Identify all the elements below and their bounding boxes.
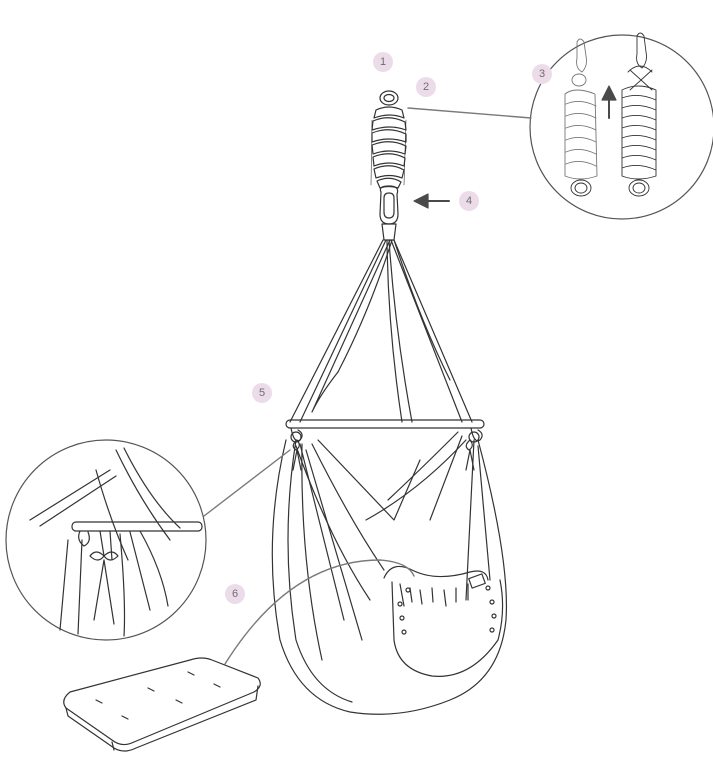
suspension-straps bbox=[290, 240, 472, 422]
seat-cushion bbox=[64, 658, 261, 751]
upward-arrow bbox=[602, 86, 616, 118]
spreader-bar bbox=[286, 420, 484, 442]
spring-before bbox=[565, 39, 597, 196]
lower-carabiner bbox=[380, 186, 398, 240]
coiled-spring-sleeve bbox=[371, 107, 406, 188]
pointer-arrow bbox=[414, 194, 449, 208]
detail-circle-spring bbox=[408, 33, 713, 219]
callout-2: 2 bbox=[416, 77, 436, 97]
hammock-seat bbox=[272, 432, 506, 714]
callout-1: 1 bbox=[373, 52, 393, 72]
hanging-ring bbox=[380, 91, 398, 105]
callout-5: 5 bbox=[252, 383, 272, 403]
callout-4: 4 bbox=[459, 191, 479, 211]
detail-circle-tie bbox=[6, 440, 290, 640]
spring-after bbox=[622, 33, 656, 196]
strap-ties bbox=[293, 440, 474, 470]
callout-6: 6 bbox=[225, 584, 245, 604]
callout-3: 3 bbox=[532, 64, 552, 84]
